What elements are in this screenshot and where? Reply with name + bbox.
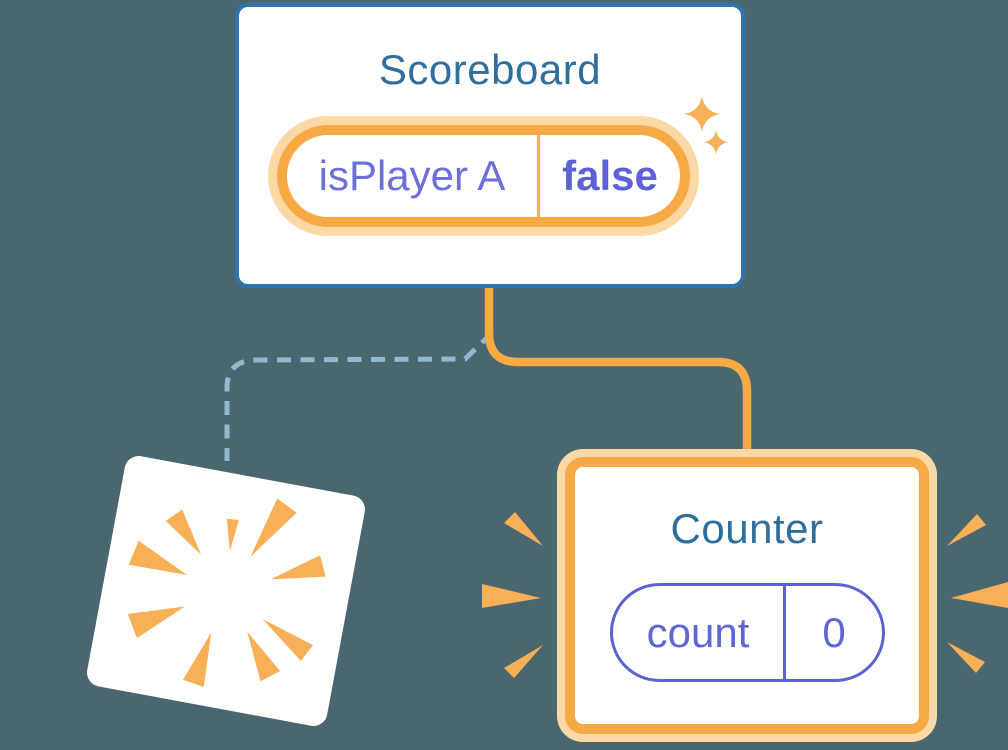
dashed-removed-branch-line xyxy=(224,331,494,461)
sparkles-icon xyxy=(684,96,729,155)
pill-divider xyxy=(537,135,540,217)
counter-state-pill: count 0 xyxy=(610,583,885,682)
destroyed-component-card xyxy=(84,453,368,729)
scoreboard-component-card: Scoreboard isPlayer A false xyxy=(235,3,745,288)
scoreboard-title: Scoreboard xyxy=(378,46,602,93)
counter-title: Counter xyxy=(670,505,824,552)
state-value: 0 xyxy=(822,608,846,656)
orange-active-branch-line xyxy=(484,287,752,452)
emphasis-rays-icon xyxy=(482,512,1008,678)
pill-divider xyxy=(783,586,786,679)
state-value: false xyxy=(562,152,658,199)
counter-component-card: Counter count 0 xyxy=(557,449,937,742)
explosion-burst-icon xyxy=(127,498,326,688)
state-label: count xyxy=(646,608,750,656)
scoreboard-state-pill: isPlayer A false xyxy=(268,116,699,236)
state-label: isPlayer A xyxy=(318,152,506,199)
